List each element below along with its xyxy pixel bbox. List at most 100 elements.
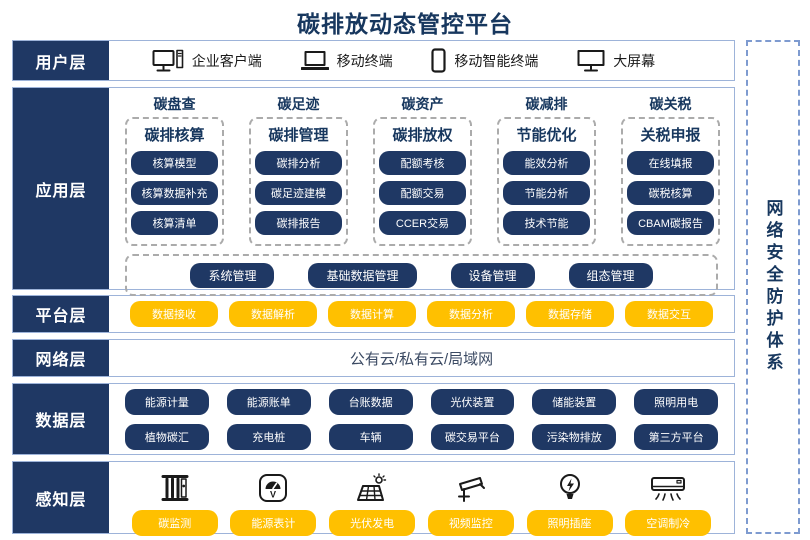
app-module-pill: 碳税核算: [627, 181, 714, 205]
perception-item-ac: 空调制冷: [625, 466, 712, 536]
data-layer-section: 数据层 能源计量 能源账单 台账数据 光伏装置 储能装置 照明用电 植物碳汇 充…: [12, 383, 735, 455]
common-module-pill: 组态管理: [568, 262, 653, 288]
perception-item-energy-meter: V 能源表计: [230, 466, 317, 536]
app-module-pill: 碳排报告: [255, 211, 342, 235]
platform-pill: 数据解析: [229, 301, 317, 327]
app-column-box: 关税申报 在线填报 碳税核算 CBAM碳报告: [621, 117, 720, 246]
app-module-pill: 在线填报: [627, 151, 714, 175]
user-item-enterprise-client: 企业客户端: [152, 49, 262, 73]
big-screen-icon: [577, 49, 605, 73]
app-column-carbon-asset: 碳资产 碳排放权 配额考核 配额交易 CCER交易: [373, 94, 472, 246]
data-source-pill: 照明用电: [634, 388, 718, 415]
app-column-carbon-tariff: 碳关税 关税申报 在线填报 碳税核算 CBAM碳报告: [621, 94, 720, 246]
network-cloud-text: 公有云/私有云/局域网: [349, 350, 494, 368]
app-module-pill: 节能分析: [503, 181, 590, 205]
data-layer-body: 能源计量 能源账单 台账数据 光伏装置 储能装置 照明用电 植物碳汇 充电桩 车…: [109, 384, 734, 454]
user-item-mobile-terminal: 移动终端: [300, 50, 393, 72]
app-layer-section: 应用层 碳盘查 碳排核算 核算模型 核算数据补充 核算清单 碳足迹: [12, 87, 735, 296]
platform-layer-label: 平台层: [13, 296, 109, 332]
solar-power-icon: [355, 466, 389, 503]
app-module-pill: CBAM碳报告: [627, 211, 714, 235]
smartphone-icon: [431, 48, 446, 73]
common-module-pill: 基础数据管理: [308, 262, 417, 288]
user-layer-section: 用户层 企业客户端: [12, 40, 735, 81]
app-module-pill: 核算数据补充: [131, 181, 218, 205]
layers-stack: 用户层 企业客户端: [12, 40, 735, 536]
app-columns: 碳盘查 碳排核算 核算模型 核算数据补充 核算清单 碳足迹 碳排管理 碳排分析: [109, 88, 734, 246]
carbon-monitor-icon: [160, 466, 190, 503]
app-module-pill: 配额交易: [379, 181, 466, 205]
platform-layer-section: 平台层 数据接收 数据解析 数据计算 数据分析 数据存储 数据交互: [12, 295, 735, 333]
app-column-header: 碳资产: [401, 96, 444, 112]
app-column-header: 碳关税: [649, 96, 692, 112]
data-source-pill: 能源计量: [125, 388, 209, 415]
app-column-subtitle: 节能优化: [516, 127, 577, 144]
data-source-pill: 植物碳汇: [125, 423, 209, 450]
network-layer-label: 网络层: [13, 340, 109, 376]
data-source-pill: 台账数据: [328, 388, 413, 415]
network-layer-body: 公有云/私有云/局域网: [109, 340, 734, 376]
app-column-subtitle: 碳排核算: [144, 127, 205, 144]
platform-pill: 数据计算: [328, 301, 416, 327]
app-column-box: 碳排放权 配额考核 配额交易 CCER交易: [373, 117, 472, 246]
app-module-pill: 碳足迹建模: [255, 181, 342, 205]
perception-item-solar: 光伏发电: [329, 466, 416, 536]
security-sidebar-label: 网络安全防护体系: [763, 199, 783, 375]
perception-item-lighting: 照明插座: [526, 466, 613, 536]
common-module-pill: 系统管理: [190, 262, 275, 288]
app-column-carbon-inventory: 碳盘查 碳排核算 核算模型 核算数据补充 核算清单: [125, 94, 224, 246]
data-source-pill: 碳交易平台: [430, 423, 515, 450]
app-module-pill: 能效分析: [503, 151, 590, 175]
app-column-box: 节能优化 能效分析 节能分析 技术节能: [497, 117, 596, 246]
app-column-carbon-footprint: 碳足迹 碳排管理 碳排分析 碳足迹建模 碳排报告: [249, 94, 348, 246]
user-layer-label: 用户层: [13, 41, 109, 80]
app-column-subtitle: 关税申报: [640, 127, 701, 144]
platform-pill: 数据接收: [130, 301, 218, 327]
light-socket-icon: [558, 466, 582, 503]
user-item-label: 大屏幕: [613, 52, 656, 69]
user-item-label: 移动智能终端: [454, 52, 539, 69]
app-common-modules-box: 系统管理 基础数据管理 设备管理 组态管理: [125, 254, 718, 296]
cctv-camera-icon: [454, 466, 488, 503]
data-source-pill: 第三方平台: [634, 423, 718, 450]
data-source-pill: 能源账单: [226, 388, 311, 415]
user-item-smart-terminal: 移动智能终端: [431, 48, 538, 73]
app-module-pill: 碳排分析: [255, 151, 342, 175]
perception-layer-body: 碳监测 V 能源表计: [109, 462, 734, 536]
app-column-box: 碳排管理 碳排分析 碳足迹建模 碳排报告: [249, 117, 348, 246]
perception-item-cctv: 视频监控: [427, 466, 514, 536]
platform-pill: 数据分析: [427, 301, 515, 327]
platform-layer-body: 数据接收 数据解析 数据计算 数据分析 数据存储 数据交互: [109, 296, 734, 332]
app-column-subtitle: 碳排放权: [392, 127, 453, 144]
desktop-client-icon: [152, 49, 184, 73]
app-module-pill: 配额考核: [379, 151, 466, 175]
perception-label: 照明插座: [526, 510, 613, 536]
app-module-pill: 核算清单: [131, 211, 218, 235]
perception-label: 空调制冷: [625, 510, 712, 536]
perception-label: 能源表计: [230, 510, 317, 536]
data-source-pill: 车辆: [328, 423, 413, 450]
app-column-box: 碳排核算 核算模型 核算数据补充 核算清单: [125, 117, 224, 246]
data-source-pill: 充电桩: [226, 423, 311, 450]
app-column-subtitle: 碳排管理: [268, 127, 329, 144]
svg-text:V: V: [270, 490, 276, 500]
perception-item-carbon-monitor: 碳监测: [131, 466, 218, 536]
app-column-header: 碳足迹: [277, 96, 320, 112]
laptop-icon: [300, 50, 329, 72]
user-layer-body: 企业客户端 移动终端: [109, 41, 734, 80]
app-module-pill: CCER交易: [379, 211, 466, 235]
platform-pill: 数据存储: [526, 301, 614, 327]
perception-layer-section: 感知层 碳监测: [12, 461, 735, 536]
data-source-pill: 储能装置: [532, 388, 617, 415]
user-item-big-screen: 大屏幕: [577, 49, 655, 73]
app-layer-label: 应用层: [13, 88, 109, 289]
app-module-pill: 核算模型: [131, 151, 218, 175]
page-title: 碳排放动态管控平台: [297, 11, 513, 37]
app-layer-body: 碳盘查 碳排核算 核算模型 核算数据补充 核算清单 碳足迹 碳排管理 碳排分析: [109, 88, 734, 296]
air-conditioner-icon: [650, 466, 686, 503]
perception-label: 光伏发电: [329, 510, 416, 536]
app-column-header: 碳盘查: [153, 96, 196, 112]
data-layer-label: 数据层: [13, 384, 109, 454]
energy-meter-icon: V: [258, 466, 288, 503]
